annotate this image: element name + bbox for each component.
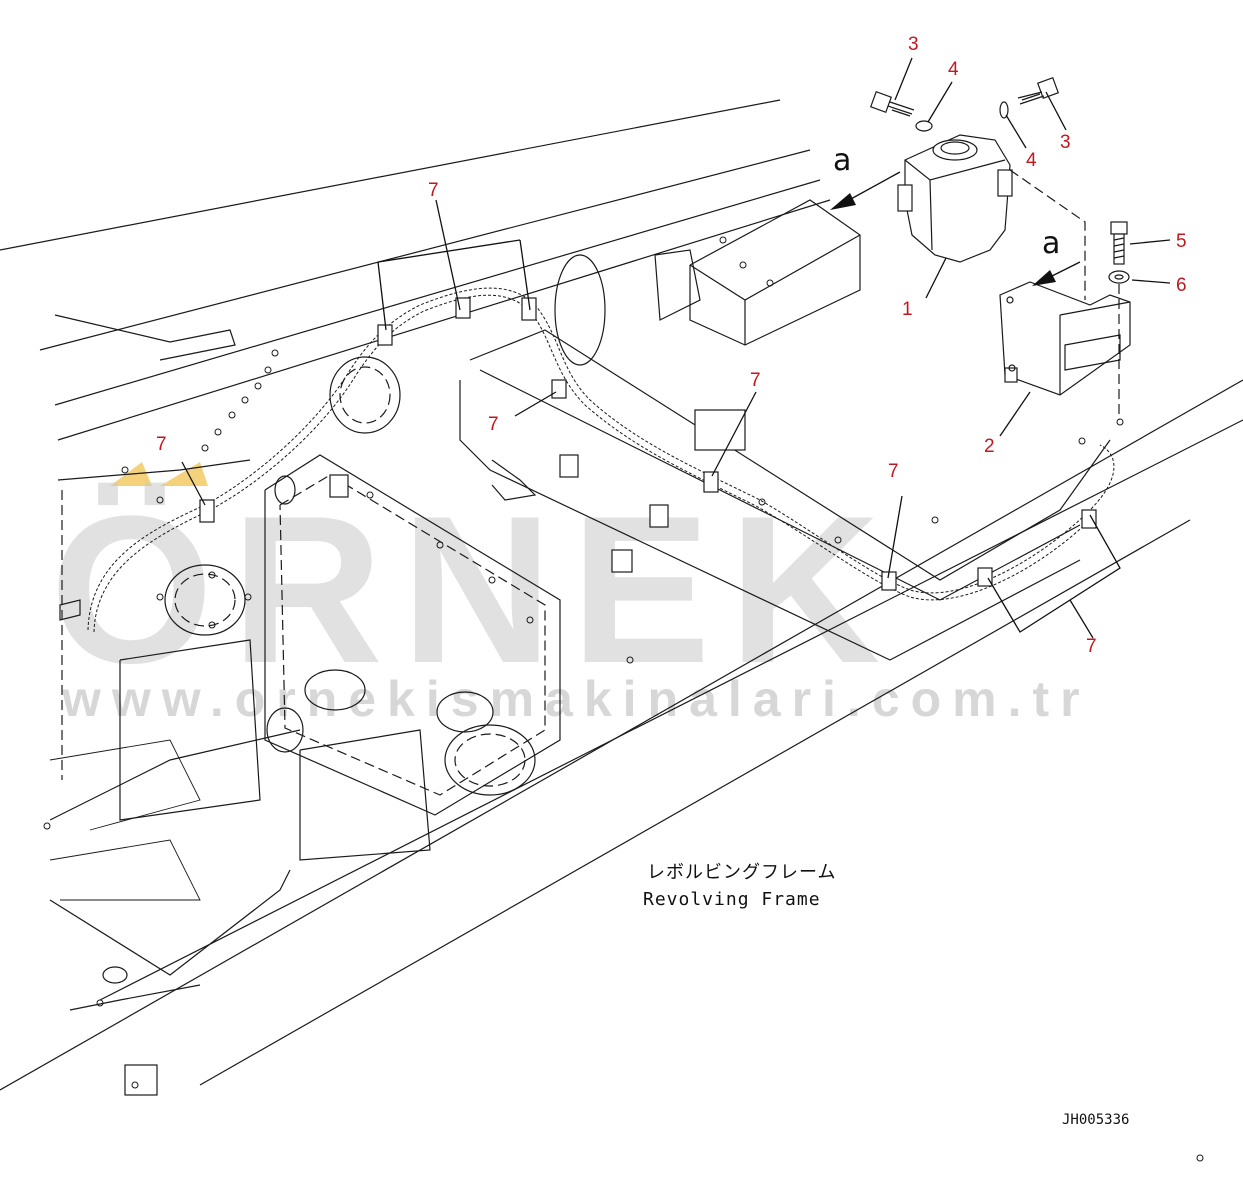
callout-6: 6 — [1176, 275, 1187, 296]
drawing-number: JH005336 — [1062, 1112, 1129, 1128]
callout-7-top: 7 — [428, 180, 439, 201]
callout-1: 1 — [902, 299, 913, 320]
bolt-right — [1017, 76, 1060, 105]
fasteners — [869, 76, 1130, 420]
view-letter-top: a — [833, 143, 851, 178]
washer-hose — [59, 287, 1115, 633]
hose-clamp-6 — [703, 471, 719, 493]
callout-4-right: 4 — [1026, 150, 1037, 171]
watermark-url: www.ornekismakinalari.com.tr — [61, 671, 1091, 727]
hose-clamp-4 — [521, 297, 537, 321]
callout-7-bottom: 7 — [1086, 636, 1097, 657]
callout-2: 2 — [984, 436, 995, 457]
tank-bracket — [999, 281, 1131, 396]
frame-label-jp: レボルビングフレーム — [647, 862, 836, 883]
washer-right — [999, 101, 1009, 119]
callout-7-left: 7 — [156, 434, 167, 455]
callout-7-right: 7 — [888, 461, 899, 482]
bracket-bolt — [1110, 221, 1128, 265]
callout-7-beam: 7 — [750, 370, 761, 391]
callout-leaders — [181, 57, 1171, 639]
revolving-frame — [0, 99, 1243, 1162]
tank-cap — [932, 139, 978, 161]
hose-clamp-8 — [977, 567, 993, 587]
hose-clamp-5 — [551, 379, 567, 399]
bracket-washer — [1108, 270, 1130, 284]
view-arrow-a-top: a — [830, 143, 901, 210]
view-arrow-a-bracket: a — [1032, 226, 1081, 286]
washer-left — [915, 120, 933, 132]
frame-holes — [43, 236, 1204, 1162]
view-letter-bracket: a — [1042, 226, 1060, 261]
callout-labels: 3 4 3 4 1 2 5 6 7 7 7 7 7 7 — [156, 34, 1187, 657]
washer-tank — [897, 134, 1013, 263]
callout-3-right: 3 — [1060, 132, 1071, 153]
callout-5: 5 — [1176, 231, 1187, 252]
hose-clamp-1 — [199, 499, 215, 523]
callout-3-left: 3 — [908, 34, 919, 55]
frame-label-en: Revolving Frame — [643, 889, 821, 910]
callout-7-mid: 7 — [488, 414, 499, 435]
hose-clamp-2 — [377, 324, 393, 346]
callout-4-left: 4 — [948, 59, 959, 80]
hose-clamp-3 — [455, 297, 471, 319]
hose-clamp-9 — [1081, 509, 1097, 529]
bolt-left — [869, 90, 915, 117]
